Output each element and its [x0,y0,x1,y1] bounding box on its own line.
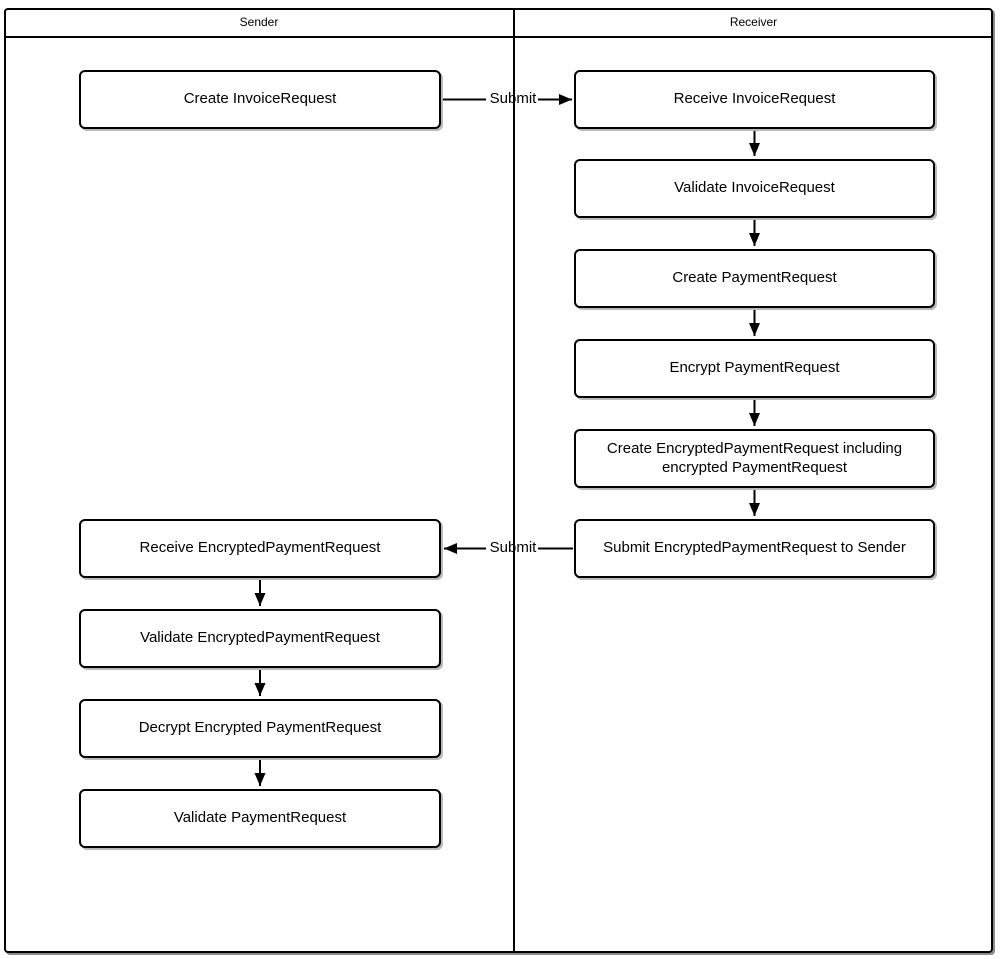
edge-label-submit-invoice: Submit [489,90,537,107]
node-submit-encrypted-payment-request: Submit EncryptedPaymentRequest to Sender [574,519,935,578]
node-decrypt-encrypted-payment-request: Decrypt Encrypted PaymentRequest [79,699,441,758]
node-receive-invoice-request: Receive InvoiceRequest [574,70,935,129]
lane-title-receiver: Receiver [729,15,778,29]
node-encrypt-payment-request: Encrypt PaymentRequest [574,339,935,398]
node-validate-payment-request: Validate PaymentRequest [79,789,441,848]
lane-title-sender: Sender [239,15,279,29]
node-receive-encrypted-payment-request: Receive EncryptedPaymentRequest [79,519,441,578]
node-validate-invoice-request: Validate InvoiceRequest [574,159,935,218]
lane-divider [513,8,515,953]
node-validate-encrypted-payment-request: Validate EncryptedPaymentRequest [79,609,441,668]
lane-header-separator [4,36,993,38]
node-create-encrypted-payment-request: Create EncryptedPaymentRequest including… [574,429,935,488]
node-create-invoice-request: Create InvoiceRequest [79,70,441,129]
edge-label-submit-payment: Submit [489,539,537,556]
swimlane-frame [4,8,993,953]
node-create-payment-request: Create PaymentRequest [574,249,935,308]
